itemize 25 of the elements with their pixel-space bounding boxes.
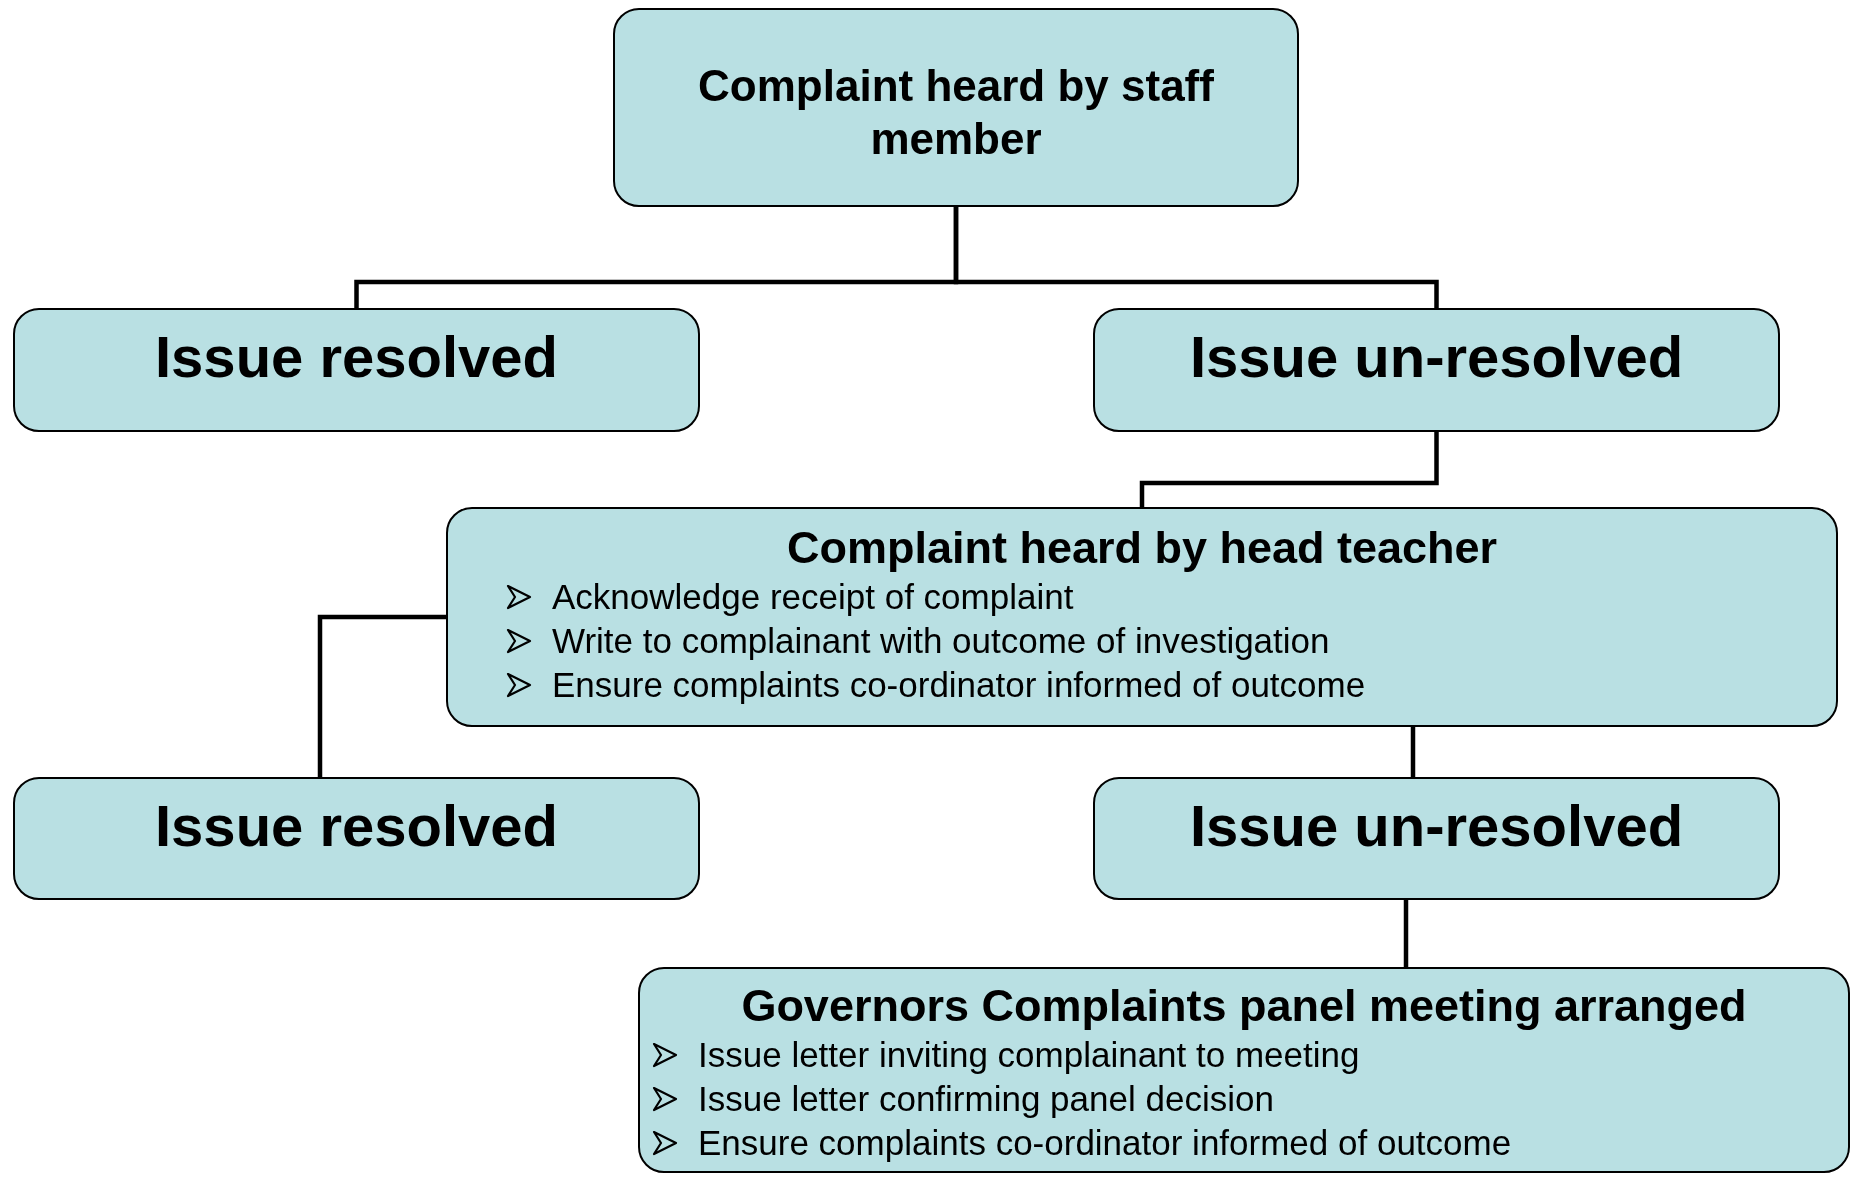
box-heading: Issue resolved — [154, 323, 559, 391]
box-heading: Issue un-resolved — [1188, 323, 1685, 391]
connector-line — [317, 614, 446, 777]
connector-line — [953, 207, 1439, 308]
process-box — [638, 967, 1850, 1173]
connector-line — [1410, 727, 1416, 777]
step-box — [1093, 308, 1780, 432]
process-box — [446, 507, 1838, 727]
box-heading: Complaint heard by head teacher — [785, 521, 1499, 575]
bullet-text: Write to complainant with outcome of investigation — [552, 620, 1330, 662]
bullet-text: Ensure complaints co-ordinator informed of outcome — [698, 1122, 1512, 1164]
connector-line — [1139, 432, 1439, 507]
bullet-text: Issue letter confirming panel decision — [698, 1078, 1274, 1120]
box-heading: Issue un-resolved — [1188, 792, 1685, 860]
bullet-text: Ensure complaints co-ordinator informed of outcome — [552, 664, 1366, 706]
box-heading: Complaint heard by staff member — [697, 60, 1215, 165]
step-box — [13, 308, 700, 432]
connector-line — [1403, 900, 1409, 967]
bullet-text: Issue letter inviting complainant to meeting — [698, 1034, 1360, 1076]
box-heading: Issue resolved — [154, 792, 559, 860]
box-heading: Governors Complaints panel meeting arranged — [740, 979, 1748, 1033]
bullet-text: Acknowledge receipt of complaint — [552, 576, 1074, 618]
step-box — [1093, 777, 1780, 900]
step-box — [13, 777, 700, 900]
step-box — [613, 8, 1299, 207]
